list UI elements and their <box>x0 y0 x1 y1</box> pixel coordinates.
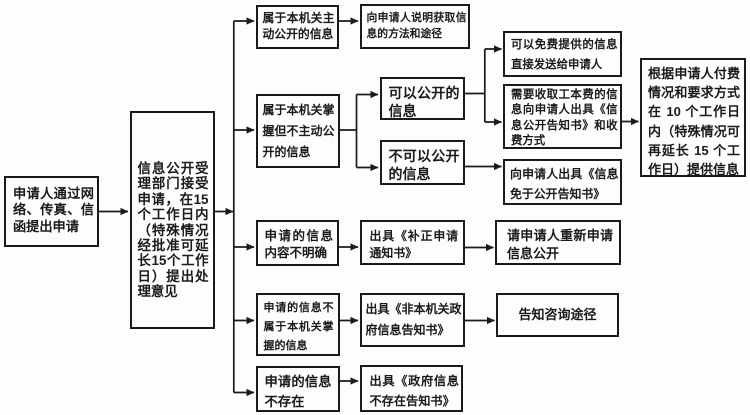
text-line: 出具《补正申请 <box>369 228 459 243</box>
text-line: 信息公开受 <box>137 161 209 176</box>
text-line: 申请，在15 <box>137 191 209 207</box>
text-line: 申请的信息不 <box>263 301 334 314</box>
box-not-exist-notice: 出具《政府信息不存在告知书》 <box>359 365 463 412</box>
text-line: 再延长 15 个工 <box>648 142 740 158</box>
box-advise-consultation: 告知咨询途径 <box>496 293 619 337</box>
text-line: 信息 <box>388 103 417 119</box>
box-can-be-disclosed: 可以公开的信息 <box>379 77 465 120</box>
text-line: 属于本机关掌 <box>263 320 334 333</box>
text-line: 信息公开 <box>507 245 560 261</box>
box-request-unclear: 申请的信息内容不明确 <box>255 219 339 266</box>
text-line: 申请人通过网 <box>13 185 94 201</box>
text-line: 通知书》 <box>369 246 418 260</box>
text-line: 可以公开的 <box>388 85 460 101</box>
box-info-not-exist: 申请的信息不存在 <box>255 365 340 412</box>
box-provide-info-deadline: 根据申请人付费情况和要求方式在 10 个工作日内（特殊情况可再延长 15 个工作… <box>640 58 746 177</box>
box-exempt-disclosure-notice: 向申请人出具《信息免于公开告知书》 <box>503 158 622 205</box>
box-fee-info-notice: 需要收取工本费的信息向申请人出具《信息公开告知书》和收费方式 <box>503 84 622 149</box>
box-not-this-agency-notice: 出具《非本机关政府信息告知书》 <box>359 292 465 347</box>
text-line: 开的信息 <box>262 145 311 159</box>
text-line: 申请的信息 <box>264 373 332 389</box>
text-line: 直接发送给申请人 <box>511 58 603 71</box>
text-line: 出具《非本机关政 <box>365 301 462 316</box>
box-reapply-request: 请申请人重新申请信息公开 <box>495 220 621 265</box>
text-line: 个工作日内 <box>137 207 209 223</box>
text-line: 握的信息 <box>263 339 308 352</box>
text-line: 出具《政府信息 <box>369 374 460 388</box>
box-held-not-proactive: 属于本机关掌握但不主动公开的信息 <box>255 94 340 168</box>
box-amendment-notice: 出具《补正申请通知书》 <box>359 219 465 265</box>
text-line: 息公开告知书》和收 <box>511 119 618 132</box>
text-line: 理部门接受 <box>137 176 209 192</box>
text-line: 向申请人出具《信息 <box>510 166 619 181</box>
text-line: 络、传真、信 <box>13 202 94 218</box>
text-line: 申请的信息 <box>264 228 334 243</box>
text-line: 属于本机关掌 <box>262 103 335 117</box>
text-line: 内（特殊情况可 <box>648 123 740 139</box>
box-info-not-held: 申请的信息不属于本机关掌握的信息 <box>255 292 340 356</box>
text-line: 不存在 <box>264 393 305 409</box>
text-line: 内容不明确 <box>264 246 328 260</box>
box-explain-how-to-obtain: 向申请人说明获取信息的方法和途径 <box>359 3 470 49</box>
text-line: 不存在告知书》 <box>369 394 455 408</box>
text-line: 长15个工作 <box>137 253 209 269</box>
box-proactive-disclosure: 属于本机关主动公开的信息 <box>255 4 339 49</box>
text-line: （特殊情况 <box>137 222 209 238</box>
text-line: 握但不主动公 <box>262 124 335 138</box>
text-line: 作日）提供信息 <box>648 162 740 177</box>
text-line: 免于公开告知书》 <box>510 186 606 201</box>
text-line: 需要收取工本费的信 <box>511 89 618 101</box>
text-line: 理意见 <box>137 284 178 300</box>
text-line: 息的方法和途径 <box>366 28 443 40</box>
text-line: 府信息告知书》 <box>365 322 450 337</box>
text-line: 向申请人说明获取信 <box>366 11 467 24</box>
text-line: 情况和要求方式 <box>648 85 740 101</box>
text-line: 可以免费提供的信息 <box>511 39 618 51</box>
text-line: 的信息 <box>388 166 431 182</box>
text-line: 函提出申请 <box>13 218 79 234</box>
text-line: 经批准可延 <box>137 238 209 254</box>
text-line: 告知咨询途径 <box>518 307 597 322</box>
text-line: 动公开的信息 <box>262 27 334 41</box>
text-line: 不可以公开 <box>388 148 460 164</box>
box-free-info-sent-directly: 可以免费提供的信息直接发送给申请人 <box>503 31 622 77</box>
box-applicant-submits: 申请人通过网络、传真、信函提出申请 <box>4 175 99 247</box>
box-cannot-be-disclosed: 不可以公开的信息 <box>379 140 465 185</box>
text-line: 在 10 个工作日 <box>648 104 740 120</box>
text-line: 请申请人重新申请 <box>507 228 613 243</box>
text-line: 根据申请人付费 <box>648 66 740 81</box>
text-line: 属于本机关主 <box>262 11 335 25</box>
text-line: 费方式 <box>511 134 546 147</box>
text-line: 息向申请人出具《信 <box>511 104 618 117</box>
text-line: 日）提出处 <box>137 268 209 284</box>
